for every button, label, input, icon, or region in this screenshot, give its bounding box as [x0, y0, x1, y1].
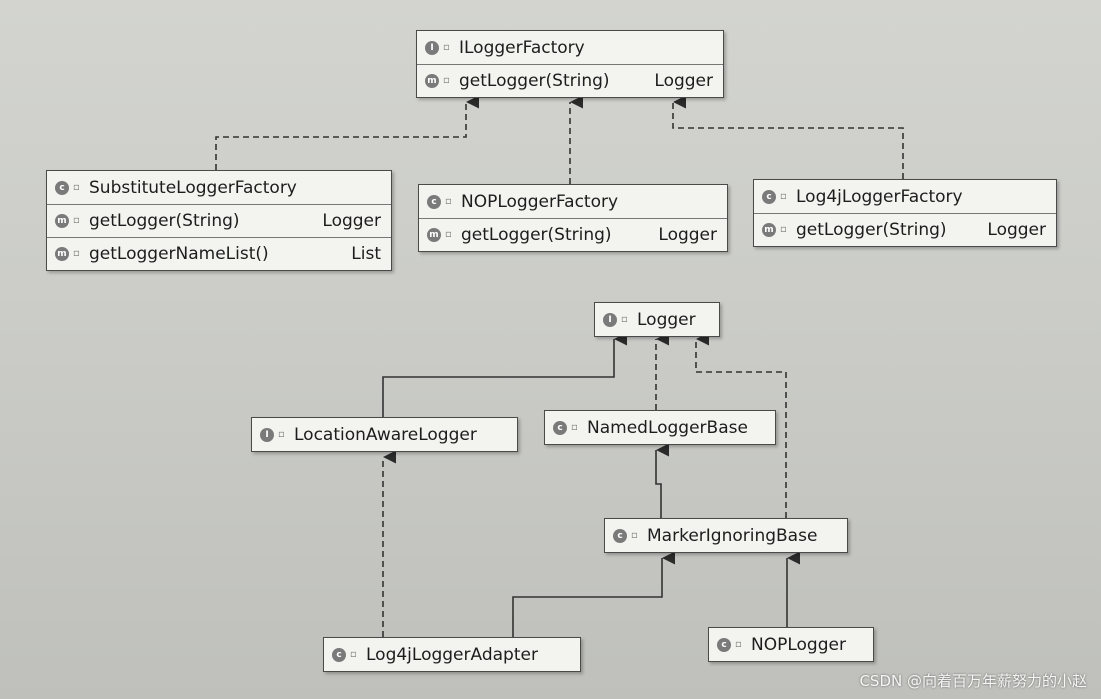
class-name: Log4jLoggerAdapter [366, 644, 538, 665]
visibility-icon: ▫ [73, 215, 80, 226]
edge-markerignoringbase-to-logger [695, 332, 787, 518]
class-box-markerignoringbase[interactable]: c ▫ MarkerIgnoringBase [604, 518, 848, 553]
visibility-icon: ▫ [445, 195, 452, 207]
class-icon: c [717, 637, 731, 652]
class-header[interactable]: I ▫ ILoggerFactory [417, 31, 723, 64]
member-row[interactable]: m ▫ getLoggerNameList() List [47, 237, 391, 270]
method-name: getLogger(String) [461, 225, 612, 245]
interface-icon: I [603, 312, 617, 327]
class-name: NOPLoggerFactory [461, 191, 619, 212]
class-name: LocationAwareLogger [294, 424, 477, 445]
visibility-icon: ▫ [350, 648, 357, 660]
member-row[interactable]: m ▫ getLogger(String) Logger [47, 204, 391, 237]
return-type: Logger [322, 211, 381, 231]
visibility-icon: ▫ [278, 428, 285, 440]
class-name: NOPLogger [751, 634, 846, 655]
class-name: Log4jLoggerFactory [796, 186, 963, 207]
class-icon: c [762, 189, 776, 204]
method-name: getLogger(String) [796, 220, 947, 240]
watermark: CSDN @向着百万年薪努力的小赵 [859, 672, 1087, 690]
return-type: List [351, 244, 381, 264]
class-name: MarkerIgnoringBase [647, 525, 818, 546]
class-icon: c [613, 528, 627, 543]
class-box-noplogger[interactable]: c ▫ NOPLogger [708, 627, 874, 662]
return-type: Logger [987, 220, 1046, 240]
class-header[interactable]: I ▫ LocationAwareLogger [252, 418, 517, 451]
class-box-noploggerfactory[interactable]: c ▫ NOPLoggerFactory m ▫ getLogger(String) Log… [418, 184, 728, 252]
class-icon: c [55, 180, 69, 195]
class-header[interactable]: c ▫ Log4jLoggerFactory [754, 180, 1056, 213]
class-box-namedloggerbase[interactable]: c ▫ NamedLoggerBase [544, 410, 776, 445]
method-name: getLoggerNameList() [89, 244, 269, 264]
visibility-icon: ▫ [780, 224, 787, 235]
class-header[interactable]: c ▫ NamedLoggerBase [545, 411, 775, 444]
class-name: SubstituteLoggerFactory [89, 177, 297, 198]
visibility-icon: ▫ [443, 75, 450, 86]
method-icon: m [425, 74, 439, 88]
class-name: NamedLoggerBase [587, 417, 748, 438]
method-icon: m [55, 247, 69, 261]
visibility-icon: ▫ [443, 41, 450, 53]
visibility-icon: ▫ [780, 190, 787, 202]
class-icon: c [427, 194, 441, 209]
class-header[interactable]: c ▫ Log4jLoggerAdapter [324, 638, 580, 671]
visibility-icon: ▫ [735, 638, 742, 650]
visibility-icon: ▫ [73, 181, 80, 193]
return-type: Logger [654, 71, 713, 91]
method-icon: m [762, 223, 776, 237]
class-box-substituteloggerfactory[interactable]: c ▫ SubstituteLoggerFactory m ▫ getLogger(Str… [46, 170, 392, 271]
edge-locationawarelogger-to-logger [382, 332, 627, 417]
member-row[interactable]: m ▫ getLogger(String) Logger [419, 218, 727, 251]
visibility-icon: ▫ [621, 313, 628, 325]
edge-markerignoringbase-to-namedloggerbase [655, 443, 669, 518]
class-header[interactable]: c ▫ NOPLogger [709, 628, 873, 661]
interface-icon: I [425, 40, 439, 55]
class-box-log4jloggerfactory[interactable]: c ▫ Log4jLoggerFactory m ▫ getLogger(String) L… [753, 179, 1057, 247]
method-name: getLogger(String) [89, 211, 240, 231]
member-row[interactable]: m ▫ getLogger(String) Logger [754, 213, 1056, 246]
class-name: ILoggerFactory [459, 37, 585, 58]
method-name: getLogger(String) [459, 71, 610, 91]
visibility-icon: ▫ [73, 248, 80, 259]
member-row[interactable]: m ▫ getLogger(String) Logger [417, 64, 723, 97]
class-box-locationawarelogger[interactable]: I ▫ LocationAwareLogger [251, 417, 518, 452]
class-box-iloggerfactory[interactable]: I ▫ ILoggerFactory m ▫ getLogger(String) Logge… [416, 30, 724, 98]
class-header[interactable]: I ▫ Logger [595, 303, 719, 336]
class-header[interactable]: c ▫ NOPLoggerFactory [419, 185, 727, 218]
class-box-log4jloggeradapter[interactable]: c ▫ Log4jLoggerAdapter [323, 637, 581, 672]
visibility-icon: ▫ [631, 529, 638, 541]
visibility-icon: ▫ [445, 229, 452, 240]
edge-log4jloggerfactory-to-iloggerfactory [672, 95, 904, 179]
method-icon: m [55, 214, 69, 228]
class-header[interactable]: c ▫ MarkerIgnoringBase [605, 519, 847, 552]
return-type: Logger [658, 225, 717, 245]
interface-icon: I [260, 427, 274, 442]
edge-log4jloggeradapter-to-markerignoringbase [512, 551, 675, 637]
class-name: Logger [637, 309, 696, 330]
class-header[interactable]: c ▫ SubstituteLoggerFactory [47, 171, 391, 204]
class-icon: c [332, 647, 346, 662]
class-icon: c [553, 420, 567, 435]
method-icon: m [427, 228, 441, 242]
visibility-icon: ▫ [571, 421, 578, 433]
class-box-logger[interactable]: I ▫ Logger [594, 302, 720, 337]
edge-substituteloggerfactory-to-iloggerfactory [215, 95, 479, 170]
